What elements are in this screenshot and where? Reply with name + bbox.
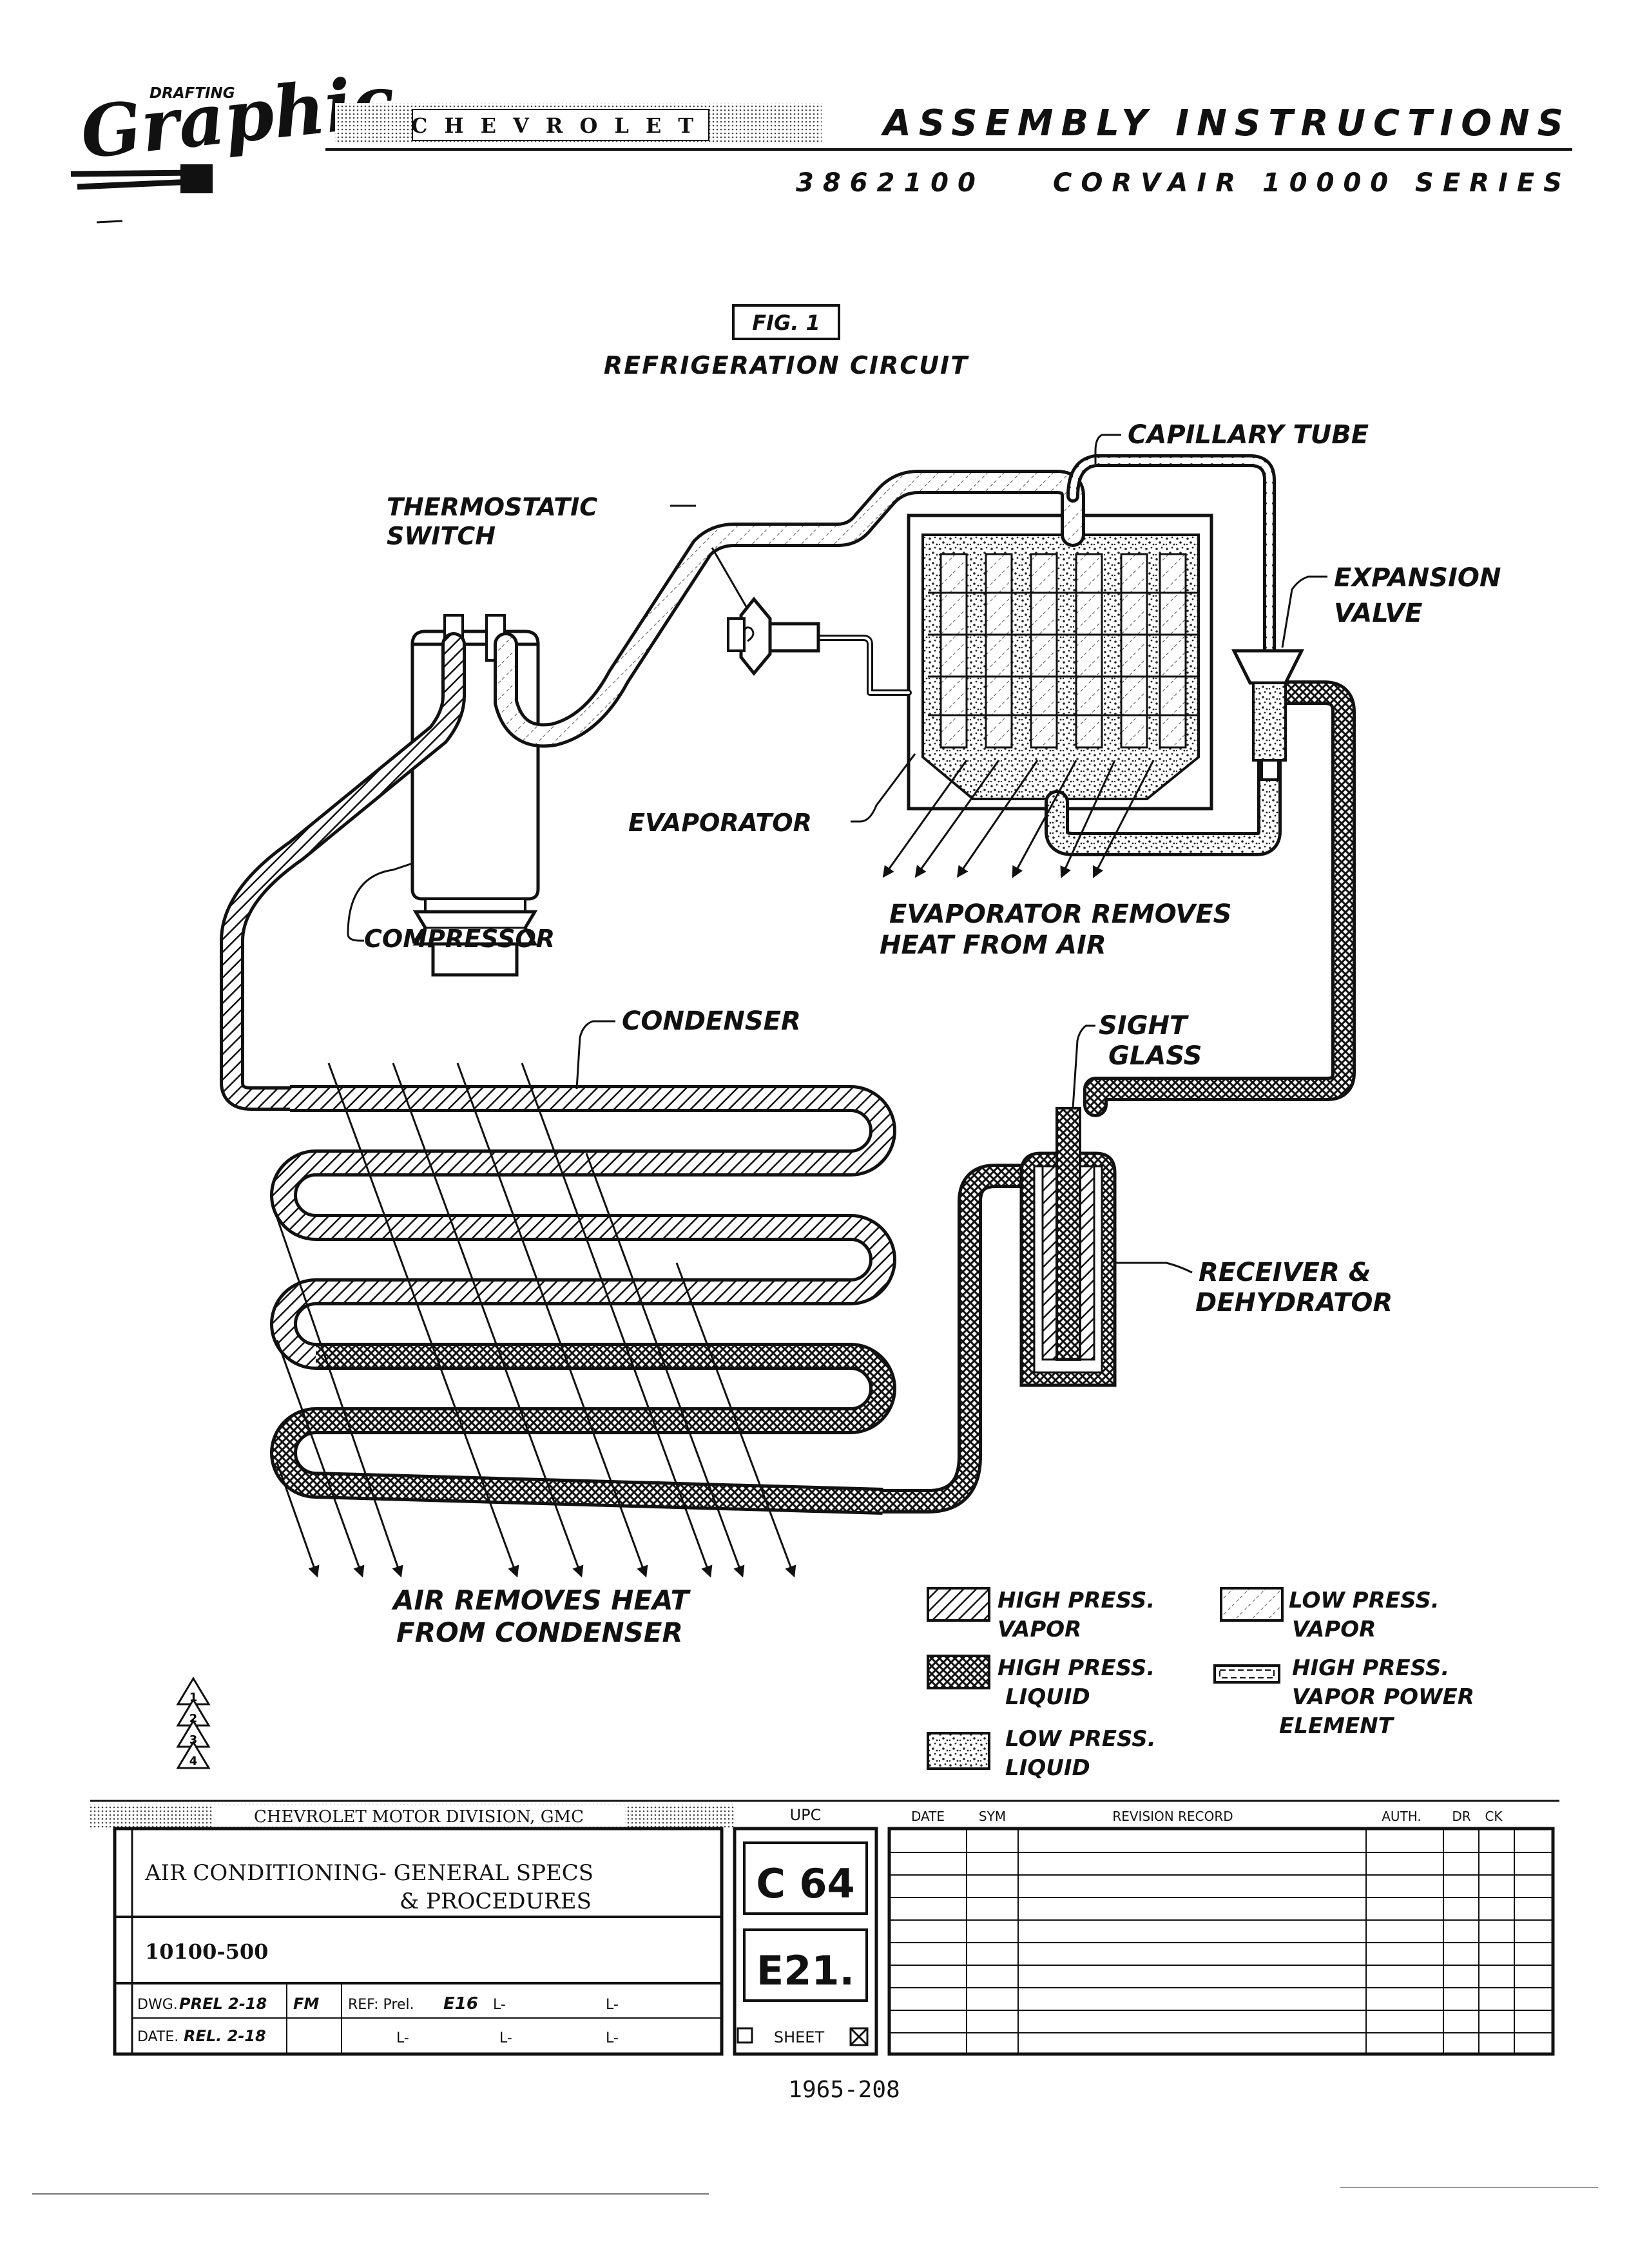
legend-text: LOW PRESS. — [1289, 1588, 1440, 1613]
legend-text: HIGH PRESS. — [998, 1655, 1155, 1681]
dwg-value: PREL 2-18 — [179, 1995, 267, 2013]
thermostatic-switch — [711, 547, 820, 676]
figure-number-box — [732, 304, 840, 340]
series-name: CORVAIR 10000 SERIES — [1053, 168, 1571, 198]
figure-title: FIG. 1 REFRIGERATION CIRCUIT — [604, 304, 969, 380]
sight-glass — [1055, 1107, 1081, 1361]
condenser-airflow — [276, 1062, 796, 1578]
sheet-box-left — [737, 2027, 753, 2044]
revision-number: 3 — [189, 1733, 198, 1747]
legend-text: HIGH PRESS. — [998, 1588, 1155, 1613]
label-condenser: CONDENSER — [622, 1006, 801, 1036]
dwg-label: DWG. — [137, 1997, 178, 2013]
figure-title-text: REFRIGERATION CIRCUIT — [604, 351, 969, 380]
upc-group: C 64 — [756, 1860, 854, 1907]
legend-high-press-vapor: HIGH PRESS. VAPOR — [927, 1587, 1155, 1642]
page-code: 1965-208 — [788, 2077, 900, 2103]
sheet-check-icon — [849, 2027, 869, 2046]
label-evaporator-note-line1: EVAPORATOR REMOVES — [889, 899, 1231, 929]
sub-group: E21. — [757, 1947, 854, 1994]
l-mark: L- — [606, 1997, 619, 2013]
label-receiver-line2: DEHYDRATOR — [1195, 1288, 1393, 1318]
sheet-header: DRAFTING Graphic CHEVROLET ASSEMBLY INST… — [70, 59, 1572, 224]
legend-text: VAPOR — [998, 1617, 1081, 1642]
evaporator — [907, 514, 1213, 811]
legend-text: VAPOR POWER — [1292, 1684, 1474, 1710]
legend-text: LIQUID — [1005, 1755, 1090, 1781]
legend: HIGH PRESS. VAPOR LOW PRESS. VAPOR HIGH … — [927, 1587, 1474, 1781]
dr-header: DR — [1452, 1809, 1470, 1824]
title-line-2: & PROCEDURES — [400, 1888, 592, 1914]
evaporator-airflow — [882, 760, 1155, 879]
label-condenser-note-line1: AIR REMOVES HEAT — [391, 1584, 691, 1616]
date-row-label: DATE. — [137, 2029, 178, 2045]
bowtie-icon — [180, 164, 213, 193]
label-expansion-valve-line1: EXPANSION — [1334, 563, 1501, 593]
receiver-dehydrator — [1019, 1107, 1117, 1387]
model-number: 10100-500 — [145, 1939, 268, 1964]
label-expansion-valve-line2: VALVE — [1334, 599, 1422, 628]
date-header: DATE — [911, 1809, 945, 1824]
brand-name: CHEVROLET — [411, 113, 710, 138]
dwg-initials: FM — [293, 1995, 319, 2013]
legend-swatch-high-press-liquid — [927, 1655, 990, 1689]
label-evaporator: EVAPORATOR — [628, 809, 812, 837]
l-mark: L- — [499, 2030, 512, 2046]
legend-text: VAPOR — [1292, 1617, 1376, 1642]
legend-swatch-high-press-vapor — [927, 1587, 990, 1622]
title-block: CHEVROLET MOTOR DIVISION, GMC AIR CONDIT… — [90, 1800, 1559, 2056]
legend-swatch-low-press-vapor — [1220, 1587, 1284, 1622]
legend-high-press-liquid: HIGH PRESS. LIQUID — [927, 1655, 1155, 1710]
label-capillary-tube: CAPILLARY TUBE — [1128, 420, 1369, 450]
part-number: 3862100 — [796, 168, 985, 198]
ref-value: E16 — [443, 1994, 478, 2013]
legend-text: LOW PRESS. — [1005, 1726, 1156, 1752]
label-evaporator-note-line2: HEAT FROM AIR — [880, 930, 1106, 960]
upc-label: UPC — [790, 1806, 822, 1824]
revision-record-table: DATE SYM REVISION RECORD AUTH. DR CK — [887, 1809, 1555, 2056]
label-thermostatic-switch-line2: SWITCH — [387, 522, 496, 550]
sheet-label: SHEET — [774, 2028, 825, 2046]
logo-small-text: DRAFTING — [149, 85, 235, 102]
compressor — [410, 614, 540, 977]
legend-text: ELEMENT — [1279, 1713, 1395, 1739]
l-mark: L- — [606, 2030, 619, 2046]
ck-header: CK — [1485, 1809, 1503, 1824]
revision-header: REVISION RECORD — [1112, 1809, 1233, 1824]
expansion-valve — [1231, 649, 1305, 781]
sym-header: SYM — [979, 1809, 1006, 1824]
legend-text: HIGH PRESS. — [1292, 1655, 1449, 1681]
revision-triangle — [176, 1740, 211, 1769]
legend-swatch-low-press-liquid — [927, 1732, 990, 1770]
label-sight-glass-line1: SIGHT — [1099, 1011, 1189, 1041]
legend-low-press-liquid: LOW PRESS. LIQUID — [927, 1726, 1156, 1781]
leader-lines — [347, 434, 1327, 1274]
revision-number: 4 — [189, 1754, 198, 1768]
condenser — [270, 1062, 896, 1578]
title-line-1: AIR CONDITIONING- GENERAL SPECS — [144, 1860, 593, 1886]
label-sight-glass-line2: GLASS — [1108, 1041, 1202, 1071]
division-name: CHEVROLET MOTOR DIVISION, GMC — [254, 1807, 584, 1827]
label-thermostatic-switch-line1: THERMOSTATIC — [387, 493, 597, 521]
auth-header: AUTH. — [1382, 1809, 1422, 1824]
component-labels: CAPILLARY TUBE THERMOSTATIC SWITCH EXPAN… — [364, 420, 1501, 1648]
revision-number: 1 — [189, 1691, 198, 1704]
date-row-value: REL. 2-18 — [184, 2027, 266, 2045]
l-mark: L- — [396, 2030, 409, 2046]
figure-number: FIG. 1 — [752, 311, 820, 335]
sheet-title: ASSEMBLY INSTRUCTIONS — [881, 102, 1571, 144]
ref-label: REF: Prel. — [348, 1997, 414, 2013]
legend-low-press-vapor: LOW PRESS. VAPOR — [1220, 1587, 1440, 1642]
revision-marks: 1 2 3 4 — [176, 1677, 211, 1769]
label-compressor: COMPRESSOR — [364, 925, 555, 953]
l-mark: L- — [493, 1997, 506, 2013]
label-condenser-note-line2: FROM CONDENSER — [396, 1617, 683, 1648]
legend-high-press-power-element: HIGH PRESS. VAPOR POWER ELEMENT — [1213, 1655, 1474, 1739]
legend-text: LIQUID — [1005, 1684, 1090, 1710]
revision-number: 2 — [189, 1712, 198, 1725]
label-receiver-line1: RECEIVER & — [1199, 1258, 1371, 1287]
